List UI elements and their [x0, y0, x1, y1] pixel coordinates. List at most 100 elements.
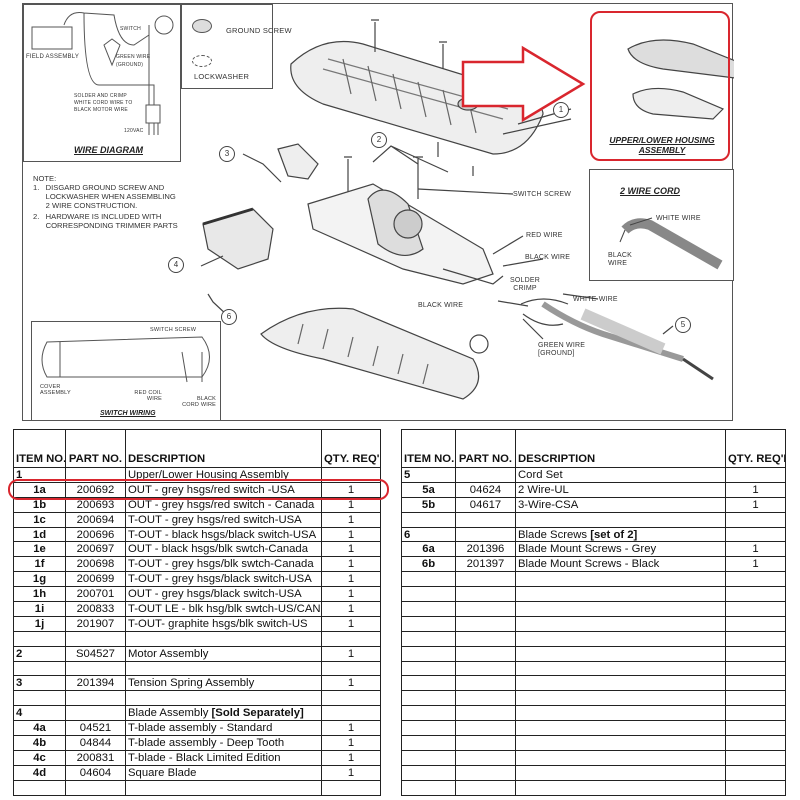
qty-cell: 1: [321, 541, 381, 558]
item-no-cell-text: 1a: [33, 483, 46, 496]
description-cell-text: 3-Wire-CSA: [518, 498, 579, 511]
description-cell-text: T-blade assembly - Deep Tooth: [128, 736, 285, 749]
description-cell-text: Cord Set: [518, 468, 563, 481]
item-no-cell: [401, 586, 456, 603]
qty-cell: [725, 675, 786, 692]
description-cell: T-OUT - grey hsgs/blk swtch-Canada: [125, 556, 322, 573]
qty-cell-text: 1: [347, 528, 355, 541]
part-no-cell-text: 04844: [79, 736, 112, 749]
voltage-label: 120VAC: [124, 128, 144, 134]
callout-6: 6: [221, 309, 237, 325]
table-row: 4b 04844 T-blade assembly - Deep Tooth 1: [13, 735, 381, 751]
item-no-cell: 5b: [401, 496, 456, 513]
item-no-cell: 1c: [13, 511, 66, 528]
part-no-cell: [455, 720, 516, 737]
part-no-cell: 04844: [65, 735, 126, 751]
item-no-cell: 1j: [13, 615, 66, 632]
part-no-cell: [455, 779, 516, 796]
description-cell: [515, 571, 726, 588]
cord-white-wire-label: WHITE WIRE: [656, 215, 701, 222]
description-cell: Cord Set: [515, 467, 726, 483]
part-no-cell: 200693: [65, 496, 126, 513]
item-no-cell: 4b: [13, 735, 66, 751]
part-no-cell: [65, 660, 126, 677]
description-cell-text: T-OUT - grey hsgs/black switch-USA: [128, 573, 312, 586]
part-no-cell: [455, 735, 516, 751]
item-no-cell: [401, 705, 456, 722]
note-item-1: 1. DISGARD GROUND SCREW AND LOCKWASHER W…: [33, 183, 176, 210]
part-no-cell-text: 201907: [76, 617, 115, 630]
qty-cell: [725, 615, 786, 632]
table-row: [401, 601, 786, 617]
description-cell-text: T-OUT LE - blk hsg/blk swtch-US/CAN: [128, 602, 321, 615]
description-cell: Motor Assembly: [125, 645, 322, 662]
item-no-cell: [401, 630, 456, 647]
description-cell-text: T-blade - Black Limited Edition: [128, 751, 281, 764]
item-no-cell-text: 1i: [34, 602, 45, 615]
switch-label: SWITCH: [120, 26, 141, 32]
item-no-cell: [13, 660, 66, 677]
part-no-cell: 201396: [455, 541, 516, 558]
red-coil-wire-label: RED COIL WIRE: [134, 390, 162, 402]
description-cell: [125, 630, 322, 647]
item-no-cell: 5: [401, 467, 456, 483]
item-no-cell: 5a: [401, 481, 456, 498]
qty-cell: [725, 735, 786, 751]
item-no-cell: [401, 511, 456, 528]
part-no-cell-text: 04521: [79, 722, 112, 735]
table-row: [401, 779, 786, 796]
qty-cell-text: 1: [347, 677, 355, 690]
item-no-cell: 1h: [13, 586, 66, 603]
part-no-cell: [455, 764, 516, 781]
qty-cell-text: 1: [347, 736, 355, 749]
description-cell-text: OUT - grey hsgs/black switch-USA: [128, 588, 302, 601]
description-cell: T-OUT - grey hsgs/black switch-USA: [125, 571, 322, 588]
qty-cell-text: 1: [347, 558, 355, 571]
part-no-cell: [455, 586, 516, 603]
part-no-cell: [455, 615, 516, 632]
part-no-cell: [455, 705, 516, 722]
part-no-cell: 04521: [65, 720, 126, 737]
switch-wiring-drawing: [41, 336, 210, 383]
qty-cell-text: 1: [347, 751, 355, 764]
item-no-cell: 1d: [13, 526, 66, 543]
qty-cell: [321, 660, 381, 677]
part-no-cell: [65, 779, 126, 796]
item-no-cell: [401, 615, 456, 632]
table-row: 5 Cord Set: [401, 467, 786, 483]
solder-crimp-note: SOLDER AND CRIMP WHITE CORD WIRE TO BLAC…: [74, 93, 133, 113]
lockwasher-label: LOCKWASHER: [194, 72, 250, 81]
callout-3: 3: [219, 146, 235, 162]
item-no-cell: 3: [13, 675, 66, 692]
table-row: [401, 630, 786, 647]
description-cell: Tension Spring Assembly: [125, 675, 322, 692]
part-no-cell-text: S04527: [76, 647, 115, 660]
item-no-cell-text: 1c: [33, 513, 46, 526]
qty-cell-text: 1: [347, 588, 355, 601]
item-no-cell: [401, 675, 456, 692]
ground-screw-label: GROUND SCREW: [226, 26, 292, 35]
description-cell-text: Tension Spring Assembly: [128, 677, 255, 690]
description-header: DESCRIPTION: [515, 429, 726, 468]
description-cell-text: Upper/Lower Housing Assembly: [128, 468, 289, 481]
item-no-cell: 4d: [13, 764, 66, 781]
description-cell: Blade Mount Screws - Grey: [515, 541, 726, 558]
qty-cell: [725, 764, 786, 781]
part-no-cell: 200692: [65, 481, 126, 498]
item-no-cell-text: 1b: [32, 498, 47, 511]
item-no-cell-text: 1d: [32, 528, 47, 541]
item-no-cell: [401, 779, 456, 796]
part-no-cell: [455, 467, 516, 483]
item-no-cell: [401, 645, 456, 662]
part-no-cell-text: 200697: [76, 543, 115, 556]
description-cell: T-blade assembly - Standard: [125, 720, 322, 737]
qty-cell-text: 1: [347, 766, 355, 779]
description-cell: [515, 645, 726, 662]
description-cell: [515, 675, 726, 692]
part-no-cell-text: 200699: [76, 573, 115, 586]
qty-cell-text: 1: [752, 498, 759, 511]
